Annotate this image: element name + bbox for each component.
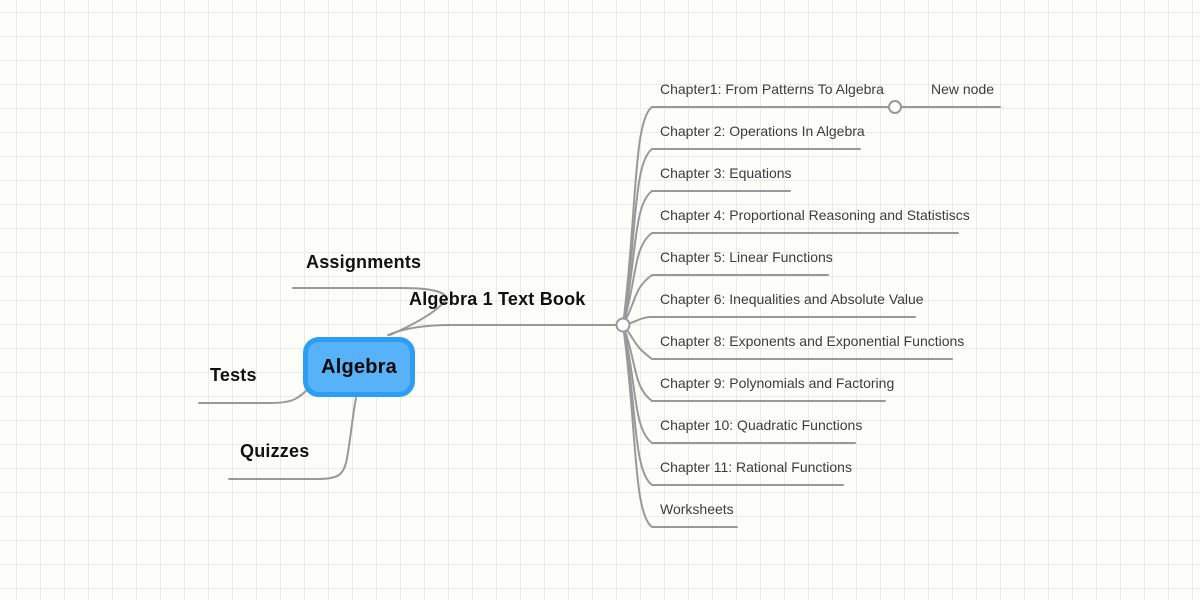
branch-hub-handle[interactable] [615, 317, 631, 333]
connector-chapter-2 [622, 148, 861, 326]
node-quizzes[interactable]: Quizzes [240, 441, 310, 461]
node-chapter-3[interactable]: Chapter 3: Equations [660, 165, 792, 181]
node-chapter-11[interactable]: Chapter 11: Rational Functions [660, 459, 852, 475]
connector-chapter-4 [622, 232, 959, 326]
connector-worksheets [622, 324, 738, 528]
connector-chapter-10 [622, 324, 856, 444]
connector-chapter-3 [622, 190, 791, 326]
connector-assignments [292, 287, 447, 336]
chapter1-collapse-handle[interactable] [888, 100, 902, 114]
node-chapter-8[interactable]: Chapter 8: Exponents and Exponential Fun… [660, 333, 965, 349]
node-chapter-2[interactable]: Chapter 2: Operations In Algebra [660, 123, 865, 139]
node-chapter-1[interactable]: Chapter1: From Patterns To Algebra [660, 81, 884, 97]
node-worksheets[interactable]: Worksheets [660, 501, 734, 517]
node-assignments[interactable]: Assignments [306, 252, 422, 272]
node-chapter-6[interactable]: Chapter 6: Inequalities and Absolute Val… [660, 291, 924, 307]
node-algebra[interactable]: Algebra [303, 337, 415, 397]
connector-text-book [387, 324, 618, 336]
connector-quizzes [228, 397, 357, 480]
node-chapter-9[interactable]: Chapter 9: Polynomials and Factoring [660, 375, 895, 391]
node-chapter-5[interactable]: Chapter 5: Linear Functions [660, 249, 833, 265]
node-tests[interactable]: Tests [210, 365, 257, 385]
connector-chapter-6 [622, 316, 916, 326]
node-algebra-1-text-book[interactable]: Algebra 1 Text Book [409, 289, 586, 309]
connector-tests [198, 390, 307, 404]
connector-chapter-5 [622, 274, 829, 326]
node-chapter-10[interactable]: Chapter 10: Quadratic Functions [660, 417, 863, 433]
node-new-node[interactable]: New node [931, 81, 995, 97]
node-chapter-4[interactable]: Chapter 4: Proportional Reasoning and St… [660, 207, 970, 223]
connector-chapter-9 [622, 324, 886, 402]
node-algebra-label: Algebra [321, 355, 397, 378]
